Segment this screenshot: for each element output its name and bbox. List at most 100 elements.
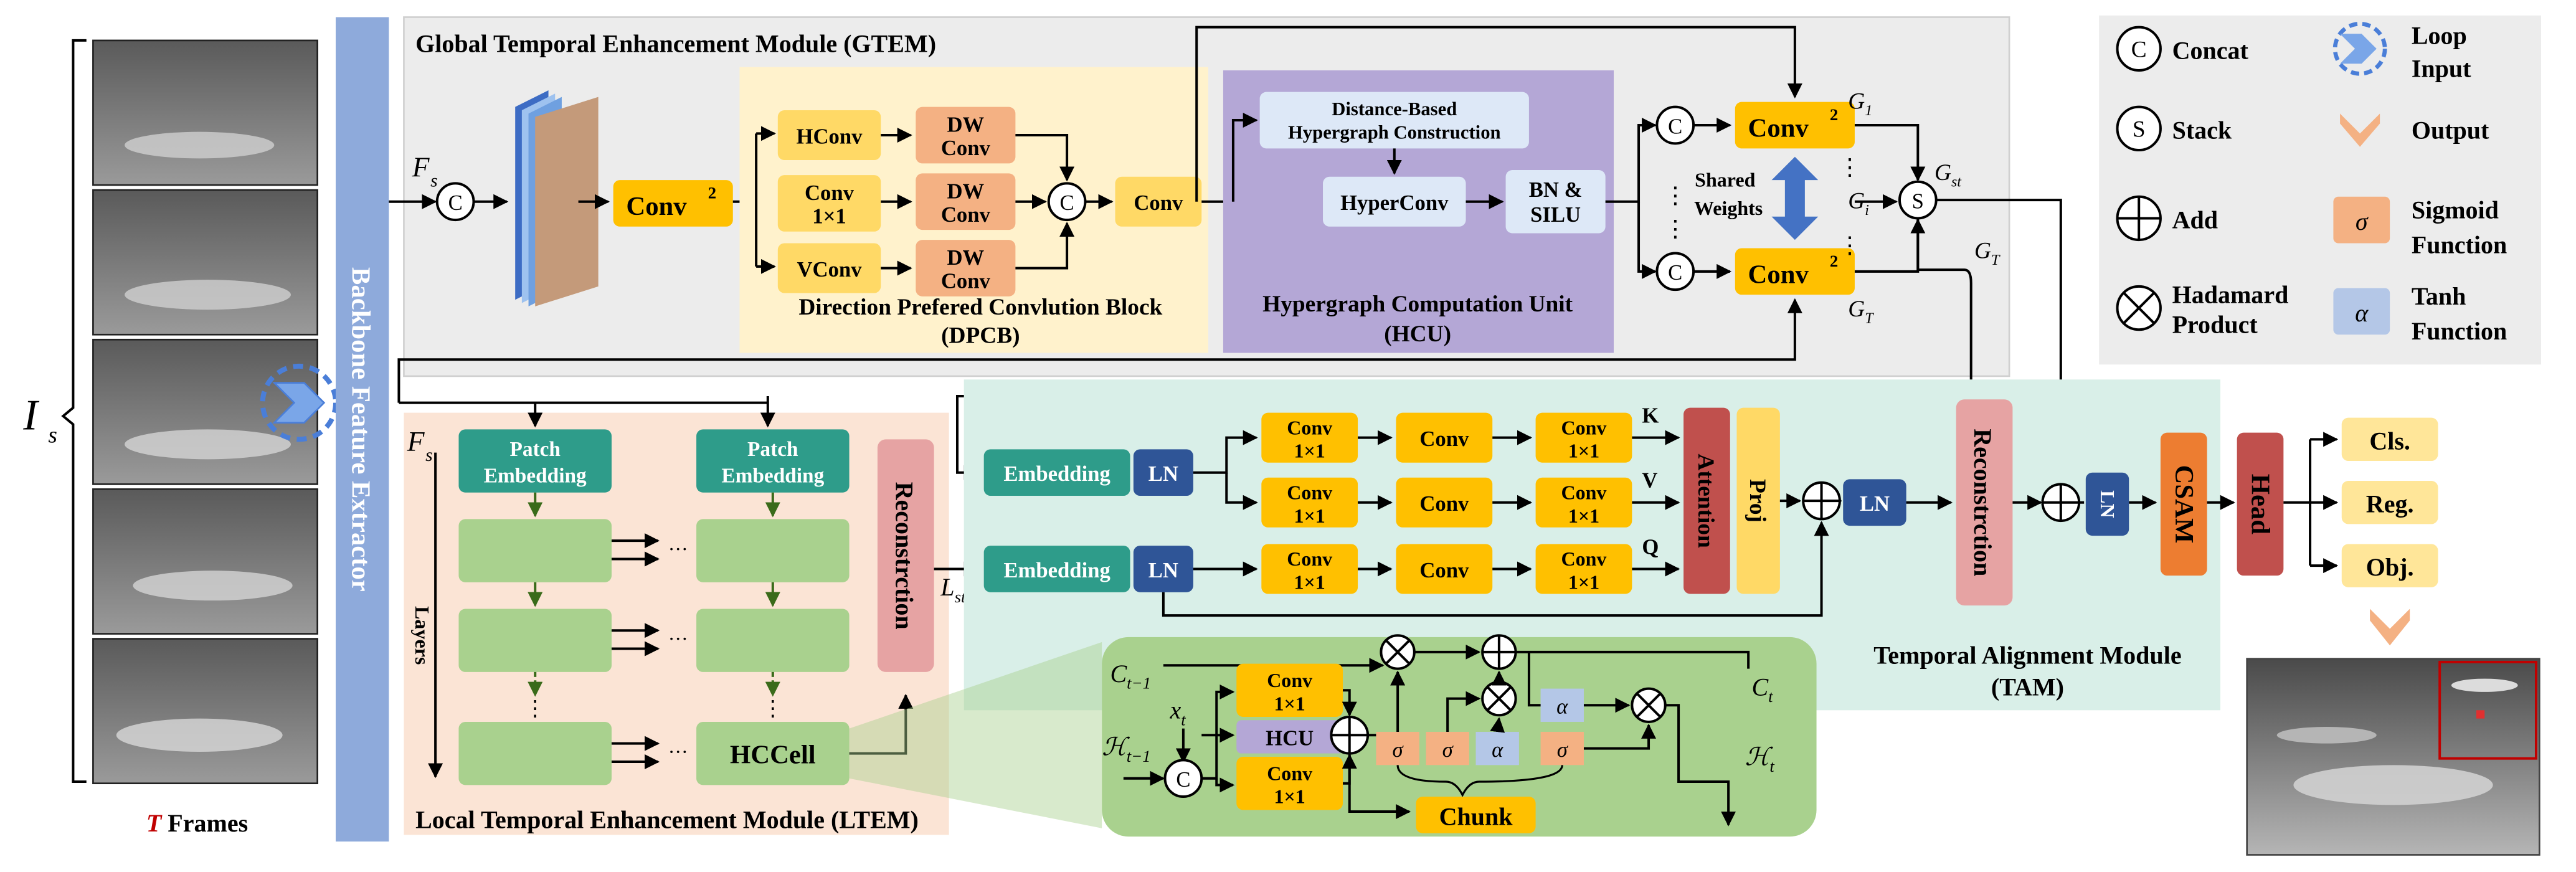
svg-text:DW: DW — [947, 245, 984, 270]
svg-text:Patch: Patch — [747, 438, 798, 461]
gtem-fs: F — [412, 152, 430, 183]
hccell-conv1x1-bottom — [1236, 756, 1343, 810]
legend-output: Output — [2412, 116, 2489, 144]
svg-text:Proj: Proj — [1745, 479, 1770, 523]
legend-tanh: Tanh — [2412, 282, 2466, 310]
dpcb-conv1x1 — [777, 175, 881, 232]
svg-text:Embedding: Embedding — [1003, 462, 1110, 486]
tam-conv-v — [1396, 477, 1493, 528]
cls-output — [2341, 417, 2438, 462]
svg-text:DW: DW — [947, 113, 984, 137]
ltem-title: Local Temporal Enhancement Module (LTEM) — [415, 806, 919, 834]
svg-text:Conv: Conv — [1748, 260, 1809, 290]
gtem-feature-stack — [515, 90, 599, 306]
gtem-title: Global Temporal Enhancement Module (GTEM… — [415, 30, 936, 58]
svg-text:Embedding: Embedding — [1003, 558, 1110, 582]
svg-text:Distance-Based: Distance-Based — [1332, 98, 1457, 120]
svg-text:σ: σ — [1393, 737, 1404, 762]
hcu-block: Distance-Based Hypergraph Construction H… — [1223, 70, 1614, 353]
input-subscript: s — [48, 423, 57, 448]
svg-text:HCCell: HCCell — [730, 741, 816, 770]
svg-text:s: s — [425, 445, 432, 465]
gate-alpha-1 — [1475, 731, 1519, 765]
ltem-cell-1b — [696, 519, 850, 582]
hccell-detail: Ct−1 xt ℋt−1 C Conv 1×1 HCU Conv 1×1 σ — [849, 634, 1817, 837]
legend-output-icon — [2340, 113, 2380, 147]
svg-text:2: 2 — [708, 183, 716, 202]
tam-ln-1 — [1133, 449, 1193, 496]
tam-conv1x1-v — [1261, 477, 1358, 528]
lst-label: Lst — [940, 573, 966, 606]
tam-conv1x1-v-size: 1×1 — [1294, 505, 1325, 527]
svg-text:···: ··· — [668, 627, 688, 650]
gate-sigma-2 — [1426, 731, 1469, 765]
gtem-conv2-top — [1735, 102, 1855, 149]
tam-conv1x1-out-v-label: Conv — [1561, 481, 1607, 503]
hcu-distance-construction — [1259, 92, 1529, 149]
svg-text:···: ··· — [668, 538, 688, 560]
tam-v-label: V — [1642, 468, 1657, 493]
svg-text:LN: LN — [2096, 490, 2119, 518]
hccell-hcu — [1236, 720, 1343, 754]
frame-5 — [92, 638, 318, 785]
svg-text:σ: σ — [2356, 207, 2369, 235]
tam-conv-v-label: Conv — [1419, 491, 1469, 516]
svg-text:C: C — [1060, 191, 1074, 215]
ltem-reconstruction — [877, 439, 934, 672]
g1-label: G1 — [1848, 88, 1872, 119]
hccell-ct: Ct — [1751, 673, 1773, 706]
tam-attention — [1683, 407, 1730, 594]
hccell-ht: ℋt — [1745, 742, 1775, 775]
hccell-xt: xt — [1170, 696, 1186, 729]
svg-text:⋮: ⋮ — [1838, 155, 1861, 181]
tam-conv1x1-out-v-size: 1×1 — [1568, 505, 1599, 527]
backbone-label: Backbone Feature Extractor — [346, 267, 376, 592]
svg-text:1×1: 1×1 — [812, 204, 846, 228]
svg-text:Conv: Conv — [1267, 762, 1313, 784]
svg-text:(HCU): (HCU) — [1384, 321, 1451, 347]
svg-text:LN: LN — [1860, 491, 1890, 516]
dpcb-dwconv-3 — [916, 240, 1016, 296]
svg-text:Cls.: Cls. — [2369, 427, 2410, 455]
gate-alpha-2 — [1540, 688, 1584, 722]
svg-text:Reconstrction: Reconstrction — [890, 482, 918, 630]
svg-text:LN: LN — [1148, 462, 1178, 486]
svg-text:⋮: ⋮ — [524, 696, 546, 720]
gtem-conv2-bottom — [1735, 248, 1855, 295]
tam-conv-k-label: Conv — [1419, 427, 1469, 451]
svg-text:Head: Head — [2246, 474, 2275, 534]
svg-text:Hypergraph Construction: Hypergraph Construction — [1288, 121, 1501, 143]
tam-add-op — [1802, 481, 1841, 521]
tam-conv1x1-out-q-label: Conv — [1561, 547, 1607, 570]
hccell-chunk — [1416, 797, 1536, 833]
gT-label-1: GT — [1848, 296, 1874, 327]
svg-text:1×1: 1×1 — [1274, 692, 1305, 714]
svg-text:2: 2 — [1830, 252, 1838, 270]
tam-title: Temporal Alignment Module — [1873, 642, 2181, 670]
svg-text:LN: LN — [1148, 558, 1178, 582]
svg-text:α: α — [1556, 694, 1568, 719]
head-section: CSAM Head Cls. Reg. Obj. — [2160, 417, 2540, 856]
tam-add-op-2 — [2041, 483, 2081, 523]
svg-text:⋮: ⋮ — [1664, 217, 1687, 242]
legend-stack: Stack — [2172, 116, 2232, 144]
tam-conv1x1-out-k — [1535, 412, 1632, 463]
svg-text:HConv: HConv — [797, 124, 863, 148]
ltem-module: F s Layers Patch Embedding Patch Embeddi… — [399, 396, 949, 835]
ltem-fs: F — [407, 426, 425, 457]
svg-text:DW: DW — [947, 179, 984, 203]
legend-loop-icon — [2332, 21, 2387, 76]
svg-text:σ: σ — [1557, 737, 1569, 762]
frame-2 — [92, 189, 318, 336]
ltem-cell-2a — [458, 609, 612, 672]
svg-text:Conv: Conv — [1748, 114, 1809, 143]
svg-text:Conv: Conv — [1267, 669, 1313, 691]
svg-text:VConv: VConv — [797, 257, 863, 282]
hccell-mul-3 — [1631, 687, 1667, 723]
svg-text:Obj.: Obj. — [2366, 553, 2414, 581]
gtem-conv2-box — [613, 180, 733, 227]
svg-text:S: S — [1912, 189, 1924, 213]
csam-block — [2160, 432, 2207, 576]
